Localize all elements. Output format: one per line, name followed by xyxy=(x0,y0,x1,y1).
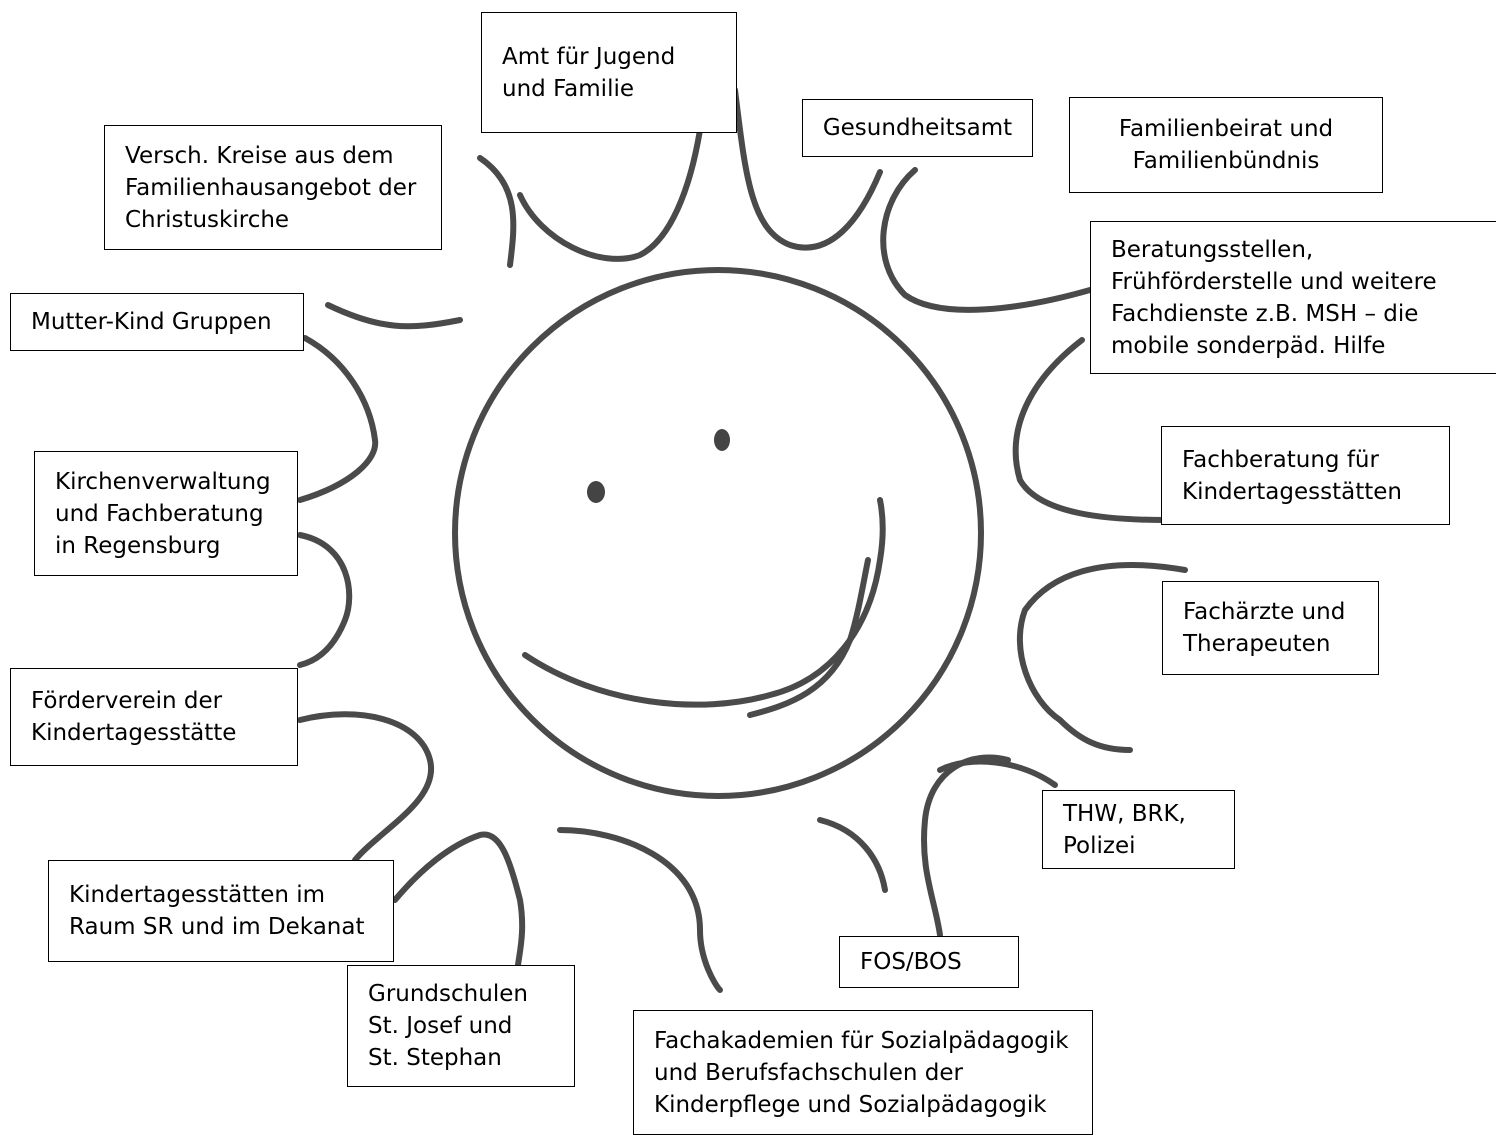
sun-smile xyxy=(522,497,886,708)
box-kindertagesstaetten: Kindertagesstätten im Raum SR und im Dek… xyxy=(48,860,394,962)
box-fos-bos: FOS/BOS xyxy=(839,936,1019,988)
sun-ray xyxy=(817,817,888,893)
box-fachakademien: Fachakademien für Sozialpädagogik und Be… xyxy=(633,1010,1093,1135)
box-mutter-kind: Mutter-Kind Gruppen xyxy=(10,293,304,351)
sun-ray xyxy=(557,827,723,993)
sun-ray xyxy=(921,754,1011,938)
sun-ray xyxy=(392,831,526,968)
box-amt-fuer-jugend: Amt für Jugend und Familie xyxy=(481,12,737,133)
sun-ray xyxy=(325,302,463,330)
box-familienbeirat: Familienbeirat und Familienbündnis xyxy=(1069,97,1383,193)
sun-ray xyxy=(517,127,703,262)
box-foerderverein: Förderverein der Kindertagesstätte xyxy=(10,668,298,766)
sun-eye-left xyxy=(587,481,605,503)
sun-ray xyxy=(1016,561,1188,753)
sun-ray xyxy=(880,167,1093,313)
sun-ray xyxy=(297,711,435,863)
box-kirchenverwaltung: Kirchenverwaltung und Fachberatung in Re… xyxy=(34,451,298,576)
box-fachberatung: Fachberatung für Kindertagesstätten xyxy=(1161,426,1450,525)
sun-smile-line xyxy=(747,557,871,718)
sun-ray xyxy=(937,758,1058,788)
box-thw-brk-polizei: THW, BRK, Polizei xyxy=(1042,790,1235,869)
sun-eye-right xyxy=(714,429,730,451)
sun-ray xyxy=(477,155,517,268)
box-gesundheitsamt: Gesundheitsamt xyxy=(802,99,1033,157)
sun-ray xyxy=(297,532,353,668)
box-beratungsstellen: Beratungsstellen, Frühförderstelle und w… xyxy=(1090,221,1496,374)
sun-ray xyxy=(1012,337,1168,523)
sun-face xyxy=(452,267,984,799)
box-grundschulen: Grundschulen St. Josef und St. Stephan xyxy=(347,965,575,1087)
sun-ray xyxy=(732,87,883,251)
box-versch-kreise: Versch. Kreise aus dem Familienhausangeb… xyxy=(104,125,442,250)
sun-ray xyxy=(297,335,379,503)
box-fachaerzte: Fachärzte und Therapeuten xyxy=(1162,581,1379,675)
